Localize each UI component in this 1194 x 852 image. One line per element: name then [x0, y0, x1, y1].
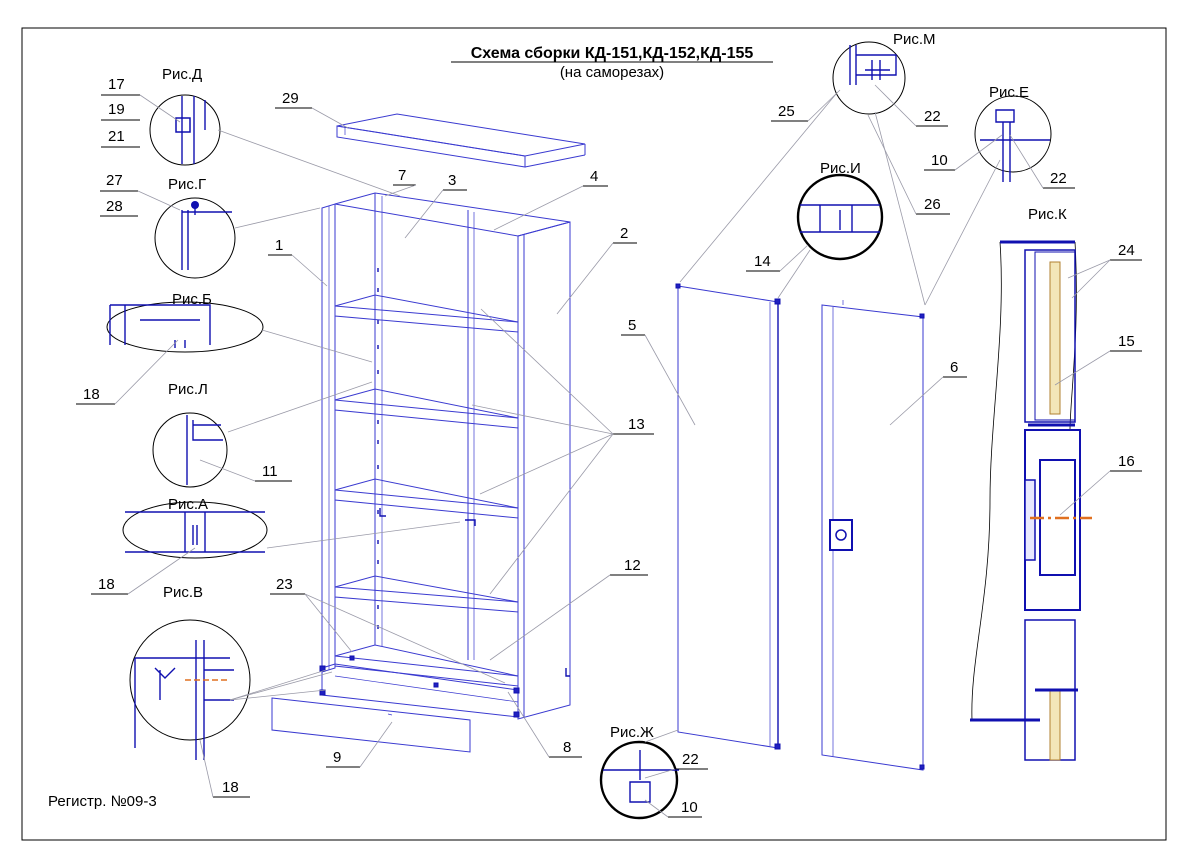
callout-17: 17 — [108, 76, 125, 93]
callout-21: 21 — [108, 128, 125, 145]
callout-5: 5 — [628, 317, 636, 334]
callout-4: 4 — [590, 168, 598, 185]
view-label-m: Рис.М — [893, 31, 936, 48]
callout-16: 16 — [1118, 453, 1135, 470]
plinth-strip — [271, 697, 471, 753]
callout-1: 1 — [275, 237, 283, 254]
view-label-a: Рис.А — [168, 496, 208, 513]
callout-18-a: 18 — [98, 576, 115, 593]
door-lock — [829, 519, 853, 551]
view-label-b: Рис.Б — [172, 291, 212, 308]
detail-l — [152, 412, 228, 488]
callout-18-v: 18 — [222, 779, 239, 796]
callout-25: 25 — [778, 103, 795, 120]
callout-13: 13 — [628, 416, 645, 433]
registry-number: Регистр. №09-3 — [48, 793, 157, 810]
callout-2: 2 — [620, 225, 628, 242]
callout-10-e: 10 — [931, 152, 948, 169]
detail-d — [149, 94, 221, 166]
callout-7: 7 — [398, 167, 406, 184]
callout-12: 12 — [624, 557, 641, 574]
callout-14: 14 — [754, 253, 771, 270]
sheet-frame — [21, 27, 1167, 841]
callout-15: 15 — [1118, 333, 1135, 350]
diagram-title: Схема сборки КД-151,КД-152,КД-155 — [471, 45, 754, 62]
view-label-k: Рис.К — [1028, 206, 1067, 223]
callout-22-m: 22 — [924, 108, 941, 125]
detail-m — [832, 41, 906, 115]
view-label-d: Рис.Д — [162, 66, 202, 83]
callout-23: 23 — [276, 576, 293, 593]
callout-11: 11 — [262, 463, 278, 480]
callout-3: 3 — [448, 172, 456, 189]
leader-lines — [217, 93, 1001, 743]
callout-27: 27 — [106, 172, 123, 189]
detail-b — [106, 301, 264, 353]
callout-10-zh: 10 — [681, 799, 698, 816]
callout-28: 28 — [106, 198, 123, 215]
detail-zh — [599, 740, 679, 820]
callout-22-zh: 22 — [682, 751, 699, 768]
door-right — [821, 300, 925, 771]
callout-22-e: 22 — [1050, 170, 1067, 187]
door-left — [675, 283, 781, 750]
detail-a — [122, 501, 268, 559]
view-label-zh: Рис.Ж — [610, 724, 654, 741]
view-label-v: Рис.В — [163, 584, 203, 601]
callout-6: 6 — [950, 359, 958, 376]
view-labels: Рис.Д Рис.Г Рис.Б Рис.Л Рис.А Рис.В Рис.… — [162, 31, 1067, 741]
detail-e — [974, 95, 1052, 182]
detail-v — [129, 619, 251, 760]
diagram-subtitle: (на саморезах) — [560, 64, 664, 81]
callouts: 17 19 21 27 28 18 11 18 18 23 9 8 — [76, 76, 1142, 818]
callout-18-b: 18 — [83, 386, 100, 403]
callout-19: 19 — [108, 101, 125, 118]
view-label-l: Рис.Л — [168, 381, 208, 398]
callout-24: 24 — [1118, 242, 1135, 259]
callout-26: 26 — [924, 196, 941, 213]
detail-g — [154, 197, 236, 279]
detail-i — [796, 173, 884, 261]
cabinet-carcass — [319, 113, 586, 720]
view-label-e: Рис.Е — [989, 84, 1029, 101]
view-label-g: Рис.Г — [168, 176, 206, 193]
callout-29: 29 — [282, 90, 299, 107]
callout-9: 9 — [333, 749, 341, 766]
view-label-i: Рис.И — [820, 160, 861, 177]
callout-8: 8 — [563, 739, 571, 756]
section-k — [970, 240, 1092, 761]
